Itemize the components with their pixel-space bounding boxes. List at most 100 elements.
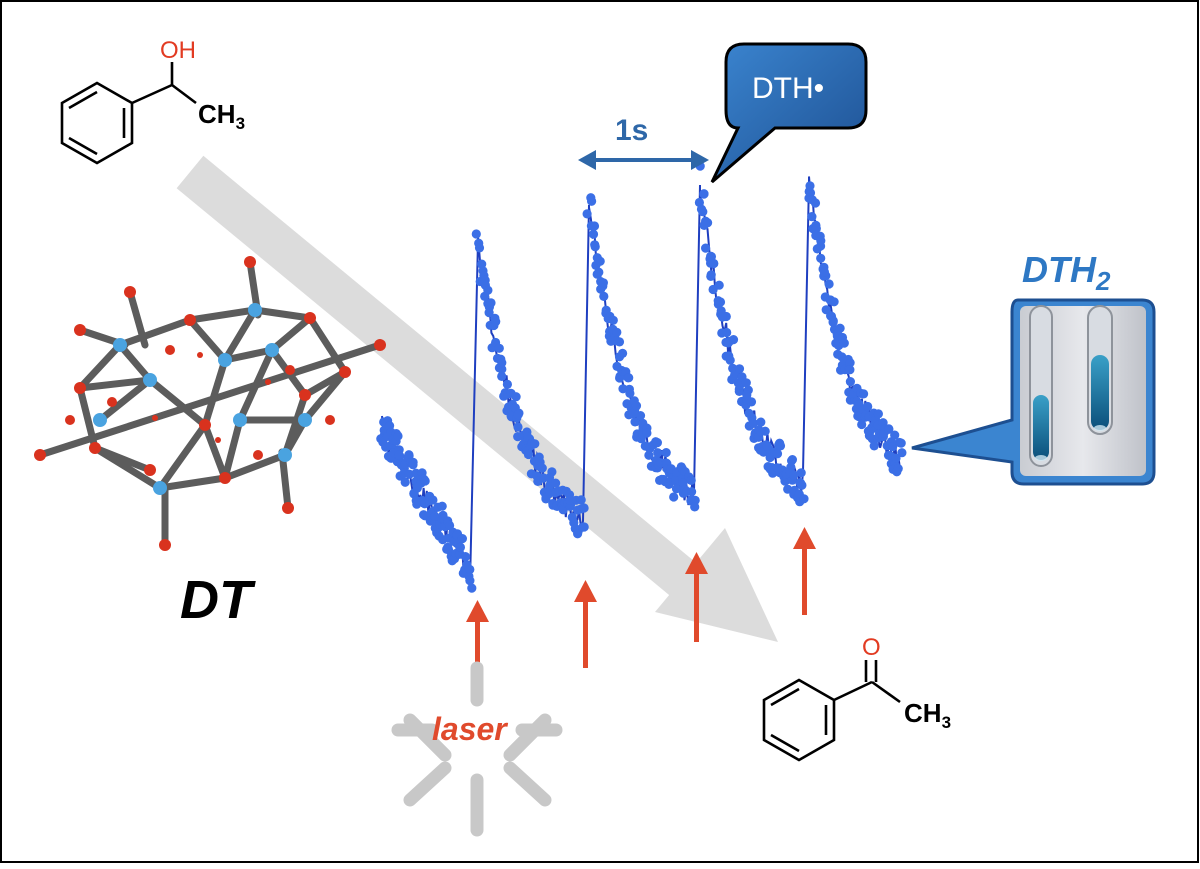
- trace-point: [896, 438, 906, 448]
- trace-point: [869, 441, 879, 451]
- trace-point: [824, 279, 834, 289]
- trace-point: [748, 418, 759, 428]
- trace-point: [590, 242, 600, 252]
- trace-point: [491, 317, 501, 327]
- trace-point: [891, 453, 901, 463]
- trace-point: [706, 252, 717, 262]
- trace-point: [810, 198, 821, 208]
- trace-point: [420, 476, 430, 486]
- product-ch3-label: CH3: [904, 698, 951, 732]
- trace-point: [845, 365, 855, 375]
- trace-point: [671, 484, 682, 494]
- trace-point: [805, 188, 816, 198]
- trace-point: [579, 503, 589, 513]
- trace-point: [551, 478, 561, 488]
- trace-point: [611, 336, 622, 346]
- trace-point: [890, 430, 900, 440]
- trace-point: [845, 377, 856, 387]
- trace-point: [642, 428, 652, 438]
- trace-point: [699, 189, 709, 199]
- trace-point: [775, 441, 786, 451]
- trace-point: [467, 583, 477, 593]
- trace-point: [701, 243, 711, 253]
- trace-point: [897, 448, 907, 458]
- trace-point: [460, 552, 471, 562]
- trace-point: [595, 256, 605, 266]
- trace-point: [483, 285, 493, 295]
- trace-point: [599, 291, 609, 301]
- time-scale-arrow: [578, 150, 709, 170]
- trace-point: [686, 475, 696, 485]
- trace-point: [393, 431, 403, 441]
- trace-point: [457, 534, 467, 544]
- trace-point: [576, 495, 586, 505]
- trace-point: [835, 323, 845, 333]
- trace-point: [594, 267, 604, 277]
- trace-point: [845, 358, 855, 368]
- trace-point: [734, 386, 744, 396]
- trace-point: [678, 478, 688, 488]
- trace-point: [624, 384, 635, 394]
- trace-point: [772, 449, 783, 459]
- trace-point: [789, 470, 799, 480]
- trace-point: [756, 417, 766, 427]
- radical-callout: [710, 42, 868, 184]
- trace-point: [631, 401, 642, 411]
- trace-point: [760, 426, 770, 436]
- trace-point: [728, 335, 739, 345]
- decatungstate-cluster: [34, 256, 386, 551]
- trace-point: [696, 204, 707, 214]
- trace-point: [892, 467, 902, 477]
- transient-absorption-trace: [376, 161, 907, 593]
- product-molecule: [762, 660, 901, 762]
- trace-point: [618, 348, 628, 358]
- trace-point: [408, 460, 418, 470]
- trace-point: [644, 450, 654, 460]
- trace-point: [805, 181, 815, 191]
- trace-point: [744, 408, 754, 418]
- trace-point: [857, 419, 867, 430]
- trace-point: [630, 417, 640, 427]
- laser-pulse-arrow: [466, 600, 489, 693]
- trace-point: [863, 401, 873, 412]
- laser-pulse-arrows: [466, 527, 816, 693]
- reactant-ch3-label: CH3: [198, 99, 245, 133]
- catalyst-label: DT: [180, 570, 256, 630]
- trace-point: [465, 564, 475, 575]
- trace-point: [819, 267, 830, 277]
- laser-pulse-arrow: [685, 552, 708, 642]
- trace-point: [486, 298, 496, 308]
- trace-point: [828, 317, 838, 327]
- trace-point: [717, 312, 728, 322]
- trace-point: [888, 442, 898, 452]
- laser-label: laser: [432, 711, 508, 747]
- trace-point: [497, 364, 507, 374]
- trace-point: [661, 448, 671, 458]
- trace-point: [443, 544, 454, 555]
- trace-point: [530, 439, 540, 449]
- trace-point: [873, 409, 884, 419]
- trace-point: [598, 278, 609, 288]
- trace-point: [811, 224, 821, 234]
- trace-point: [797, 480, 807, 490]
- trace-point: [690, 502, 700, 512]
- trace-point: [437, 501, 447, 511]
- trace-point: [653, 448, 663, 458]
- reactant-molecule: [60, 62, 197, 165]
- trace-point: [635, 411, 646, 421]
- laser-pulse-arrow: [793, 527, 816, 615]
- trace-point: [589, 221, 600, 231]
- trace-point: [400, 477, 410, 487]
- trace-point: [884, 424, 894, 434]
- reactant-oh-label: OH: [160, 37, 196, 64]
- time-scale-label: 1s: [615, 114, 648, 147]
- trace-point: [579, 522, 589, 532]
- trace-point: [455, 542, 465, 552]
- trace-point: [715, 297, 726, 307]
- trace-point: [799, 494, 809, 504]
- reduced-form-label: DTH2: [1022, 249, 1111, 296]
- trace-point: [502, 379, 512, 389]
- trace-point: [706, 270, 716, 280]
